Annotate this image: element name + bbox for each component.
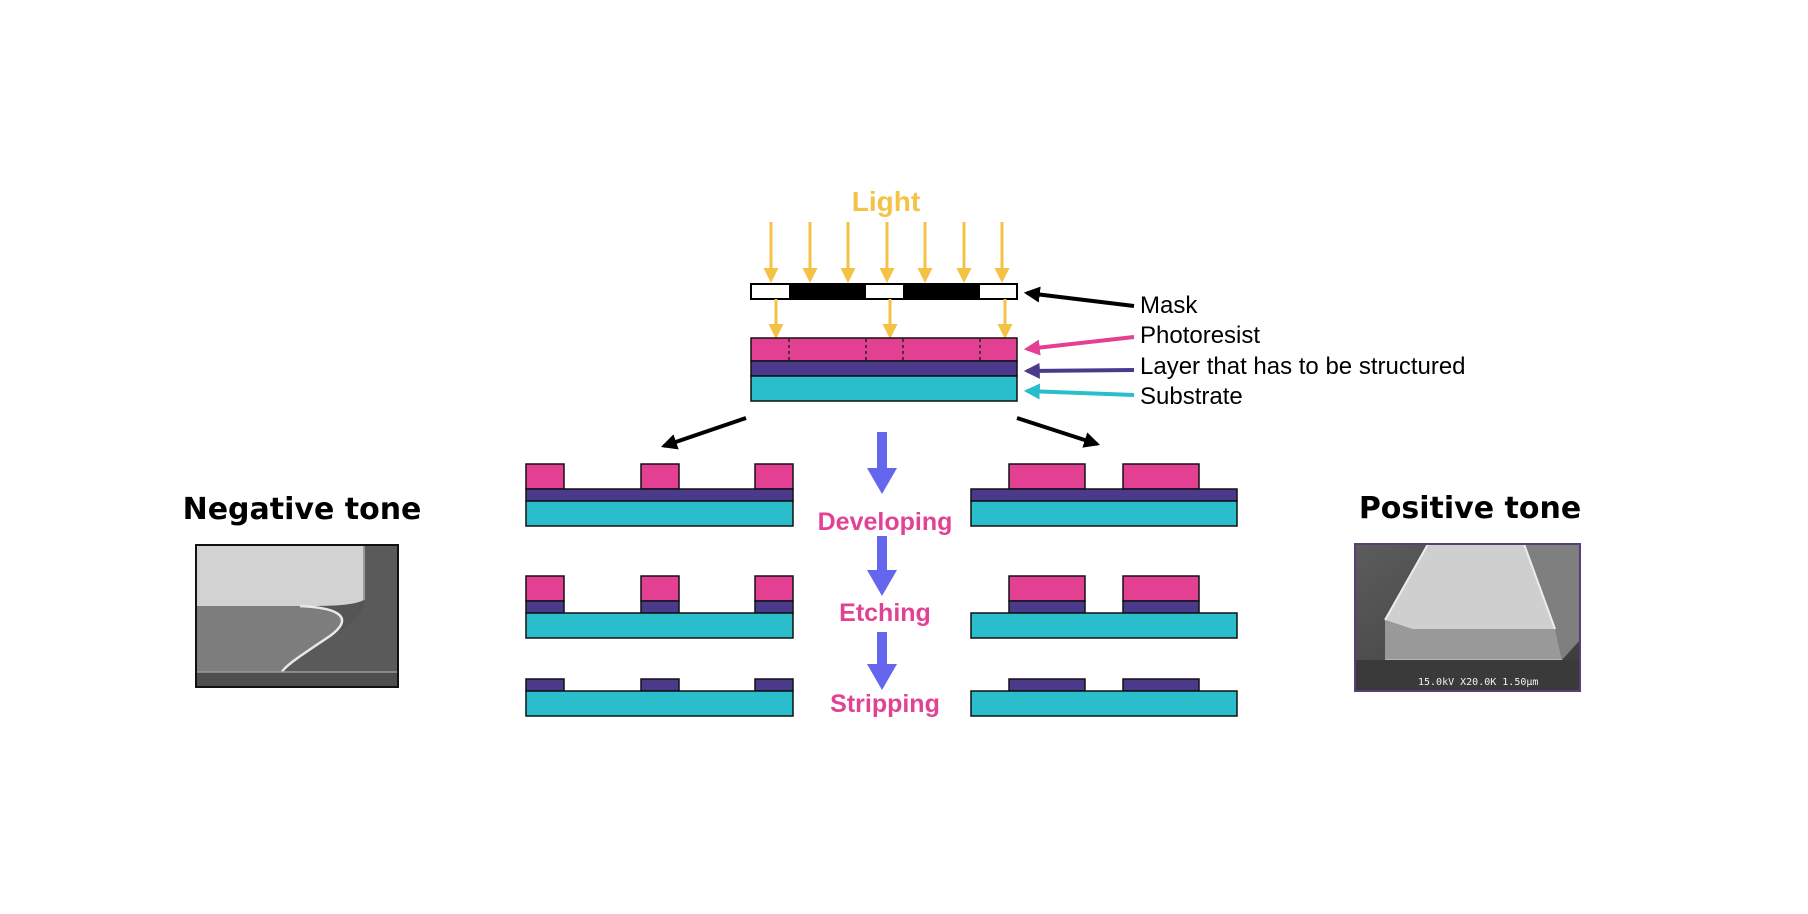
substrate-layer bbox=[525, 500, 794, 527]
substrate-layer bbox=[525, 612, 794, 639]
negative-stripped-stack bbox=[525, 678, 794, 717]
positive-developed-stack bbox=[970, 463, 1238, 527]
negative-tone-title: Negative tone bbox=[183, 492, 422, 527]
layer-block bbox=[525, 600, 565, 614]
photoresist-label: Photoresist bbox=[1140, 322, 1260, 349]
photoresist-block bbox=[1008, 463, 1086, 490]
layer-block bbox=[1008, 678, 1086, 692]
photoresist-block bbox=[525, 575, 565, 602]
negative-etched-stack bbox=[525, 575, 794, 639]
process-flow-arrows bbox=[867, 432, 897, 690]
layer-label: Layer that has to be structured bbox=[1140, 353, 1466, 380]
mask-opaque-region bbox=[903, 284, 980, 299]
sem-positive-icon: 15.0kV X20.0K 1.50µm bbox=[1354, 543, 1581, 692]
photoresist-block bbox=[640, 575, 680, 602]
structured-layer bbox=[525, 488, 794, 502]
substrate-layer bbox=[970, 500, 1238, 527]
structured-layer bbox=[750, 360, 1018, 377]
layer-block bbox=[1008, 600, 1086, 614]
photoresist-block bbox=[1122, 575, 1200, 602]
negative-developed-stack bbox=[525, 463, 794, 527]
layer-block bbox=[1122, 600, 1200, 614]
developing-step-label: Developing bbox=[818, 508, 953, 536]
sem-caption: 15.0kV X20.0K 1.50µm bbox=[1418, 677, 1538, 688]
light-label: Light bbox=[852, 186, 920, 217]
stripping-arrow-icon bbox=[867, 632, 897, 690]
layer-block bbox=[754, 600, 794, 614]
photoresist-layer bbox=[750, 337, 1018, 362]
initial-stack bbox=[750, 337, 1018, 402]
positive-stripped-stack bbox=[970, 678, 1238, 717]
layer-block bbox=[640, 678, 680, 692]
mask-pointer-arrow-icon bbox=[1023, 286, 1135, 308]
layer-block bbox=[525, 678, 565, 692]
mask-label: Mask bbox=[1140, 292, 1198, 319]
etching-step-label: Etching bbox=[839, 599, 931, 627]
layer-pointer-arrow-icon bbox=[1023, 362, 1135, 379]
photoresist-block bbox=[1008, 575, 1086, 602]
substrate-layer bbox=[525, 690, 794, 717]
sem-negative-icon bbox=[195, 544, 399, 688]
layer-block bbox=[1122, 678, 1200, 692]
etching-arrow-icon bbox=[867, 536, 897, 596]
mask-opaque-region bbox=[789, 284, 866, 299]
substrate-layer bbox=[750, 375, 1018, 402]
layer-block bbox=[640, 600, 680, 614]
transmitted-light bbox=[768, 299, 1013, 339]
positive-tone-title: Positive tone bbox=[1359, 491, 1581, 526]
photoresist-pointer-arrow-icon bbox=[1023, 335, 1135, 356]
positive-branch-arrow-icon bbox=[1016, 416, 1101, 448]
photoresist-block bbox=[754, 463, 794, 490]
substrate-layer bbox=[970, 612, 1238, 639]
photoresist-block bbox=[1122, 463, 1200, 490]
photoresist-block bbox=[525, 463, 565, 490]
light-rays bbox=[763, 222, 1010, 283]
label-arrows bbox=[1023, 286, 1135, 400]
negative-branch-arrow-icon bbox=[660, 416, 747, 450]
mask bbox=[750, 283, 1018, 300]
substrate-label: Substrate bbox=[1140, 383, 1243, 410]
substrate-layer bbox=[970, 690, 1238, 717]
layer-block bbox=[754, 678, 794, 692]
stripping-step-label: Stripping bbox=[830, 690, 940, 718]
photoresist-block bbox=[640, 463, 680, 490]
positive-etched-stack bbox=[970, 575, 1238, 639]
substrate-pointer-arrow-icon bbox=[1023, 383, 1135, 400]
structured-layer bbox=[970, 488, 1238, 502]
developing-arrow-icon bbox=[867, 432, 897, 494]
photoresist-block bbox=[754, 575, 794, 602]
